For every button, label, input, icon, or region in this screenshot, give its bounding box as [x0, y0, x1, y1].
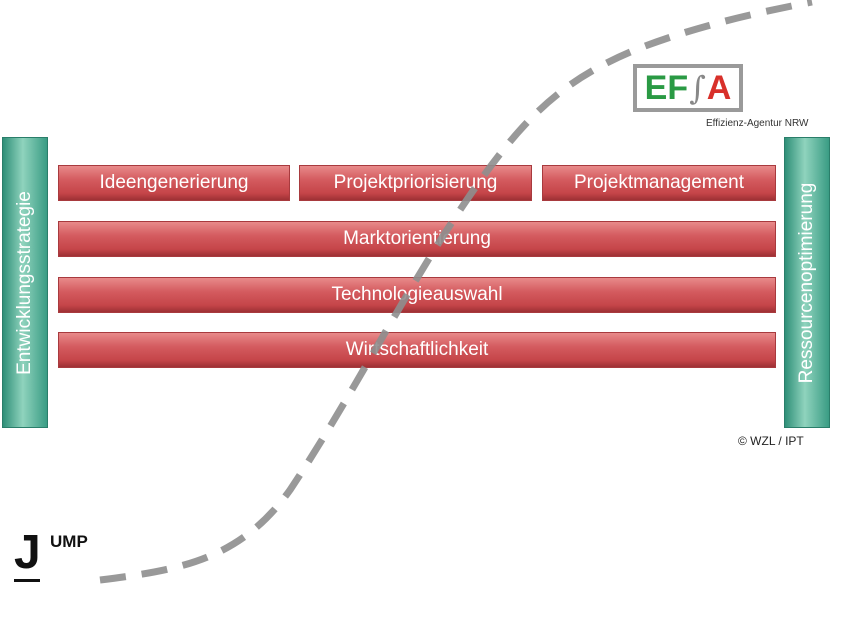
copyright: © WZL / IPT [738, 434, 804, 448]
jump-logo: J UMP [14, 528, 104, 584]
efa-logo: EF ∫ A [633, 64, 743, 112]
logo-ef: EF [644, 69, 689, 107]
bar-marktorientierung: Marktorientierung [58, 221, 776, 257]
logo-subtitle: Effizienz-Agentur NRW [706, 118, 809, 129]
logo-integral: ∫ [689, 69, 706, 107]
pillar-ressourcenoptimierung: Ressourcenoptimierung [784, 137, 830, 428]
pillar-entwicklungsstrategie: Entwicklungsstrategie [2, 137, 48, 428]
bar-wirtschaftlichkeit: Wirtschaftlichkeit [58, 332, 776, 368]
jump-ump: UMP [50, 532, 88, 551]
bar-projektpriorisierung: Projektpriorisierung [299, 165, 532, 201]
logo-a: A [706, 69, 732, 107]
bar-projektmanagement: Projektmanagement [542, 165, 776, 201]
jump-underline [14, 579, 40, 582]
bar-technologieauswahl: Technologieauswahl [58, 277, 776, 313]
bar-ideengenerierung: Ideengenerierung [58, 165, 290, 201]
jump-j: J [14, 526, 41, 579]
